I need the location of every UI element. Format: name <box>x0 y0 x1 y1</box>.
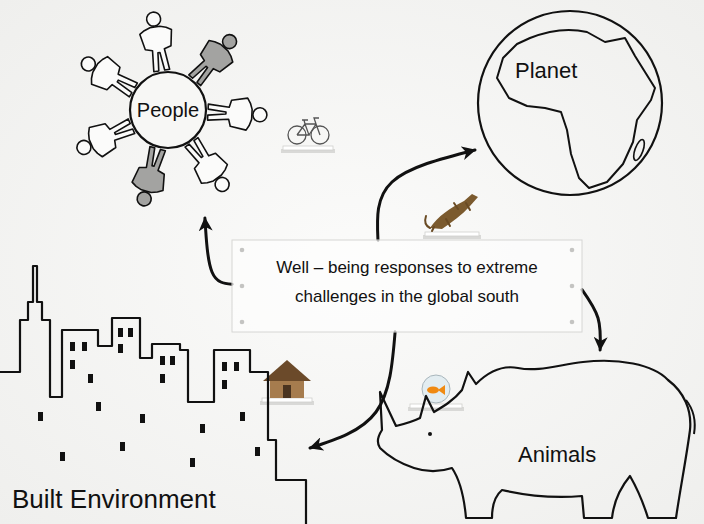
rhino-eye <box>428 432 432 436</box>
window-mark <box>140 414 145 423</box>
rhino-tail <box>686 400 695 434</box>
window-mark <box>70 342 75 351</box>
rhino-shape <box>368 350 702 522</box>
node-label: Built Environment <box>12 484 216 515</box>
connector-arrow <box>582 290 600 350</box>
rhino-outline <box>378 361 690 518</box>
window-mark <box>60 452 65 461</box>
node-label: Animals <box>518 442 596 468</box>
window-mark <box>222 362 227 371</box>
person-silhouette <box>207 96 268 131</box>
people-node: People <box>15 0 315 218</box>
screw-dot <box>570 248 575 253</box>
window-mark <box>118 328 123 337</box>
window-mark <box>38 412 43 421</box>
window-mark <box>128 328 133 337</box>
window-mark <box>255 447 260 456</box>
fishbowl-icon <box>408 375 464 411</box>
africa-outline <box>497 30 655 188</box>
person-silhouette <box>127 144 173 209</box>
node-label: People <box>137 98 199 122</box>
window-mark <box>96 402 101 411</box>
connector-arrow <box>377 150 475 240</box>
window-mark <box>160 374 165 383</box>
planet-node: Planet <box>475 8 665 198</box>
madagascar-outline <box>631 138 646 161</box>
node-label: Well – being responses to extreme challe… <box>232 240 582 326</box>
connector-arrow <box>205 218 232 284</box>
node-label: Planet <box>515 58 577 84</box>
window-mark <box>240 412 245 421</box>
person-silhouette <box>137 10 178 73</box>
screw-dot <box>570 284 575 289</box>
window-mark <box>160 356 165 365</box>
built-environment-node: Built Environment <box>0 262 310 524</box>
central-board: Well – being responses to extreme challe… <box>232 240 582 332</box>
people-circle <box>130 72 206 148</box>
window-mark <box>70 360 75 369</box>
screw-dot <box>240 248 245 253</box>
person-silhouette <box>71 112 138 165</box>
window-mark <box>118 344 123 353</box>
screw-dot <box>570 320 575 325</box>
window-mark <box>88 374 93 383</box>
screw-dot <box>240 320 245 325</box>
board-shape <box>232 240 582 332</box>
screw-dot <box>240 284 245 289</box>
planet-circle <box>478 11 662 195</box>
window-mark <box>222 380 227 389</box>
skyline-outline <box>0 266 306 524</box>
bicycle-icon <box>281 118 335 153</box>
window-mark <box>120 442 125 451</box>
window-mark <box>190 458 195 467</box>
glass-board <box>232 240 582 332</box>
lizard-icon <box>423 194 481 239</box>
window-mark <box>170 356 175 365</box>
person-silhouette <box>74 47 141 104</box>
window-mark <box>234 362 239 371</box>
window-mark <box>82 342 87 351</box>
planet-shape <box>475 8 665 198</box>
animals-node: Animals <box>368 350 702 522</box>
window-mark <box>200 424 205 433</box>
